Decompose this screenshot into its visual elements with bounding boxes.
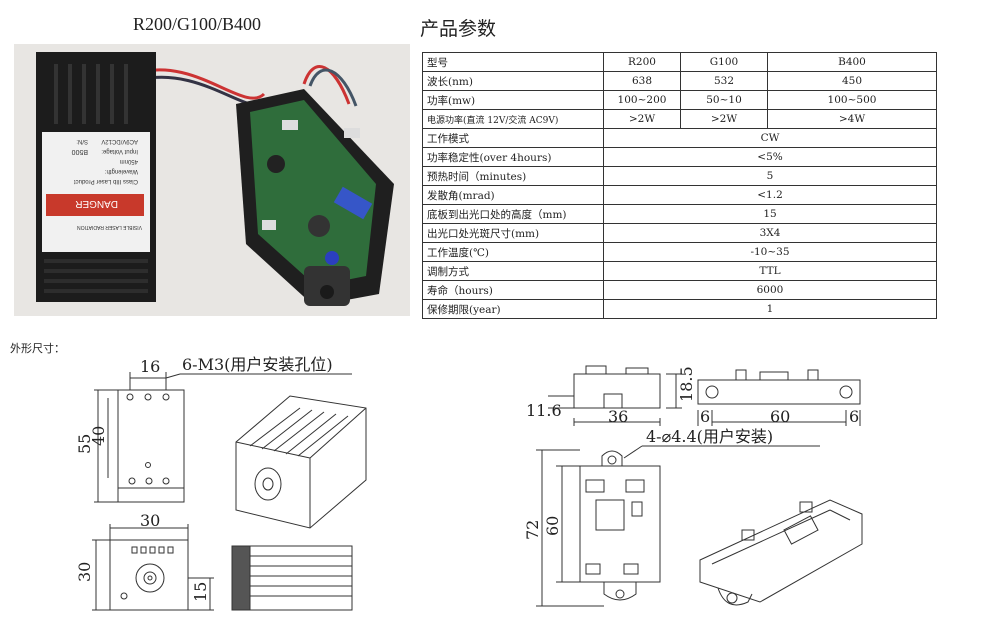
danger-text: DANGER (75, 198, 118, 209)
table-row: 寿命（hours)6000 (422, 280, 937, 300)
row-value: >2W (680, 109, 768, 129)
dim-40: 40 (89, 426, 108, 446)
row-label: 电源功率(直流 12V/交流 AC9V) (422, 109, 604, 129)
product-photo-illustration: DANGER Class IIIb Laser Product Waveleng… (14, 44, 410, 316)
row-value: >4W (767, 109, 937, 129)
dim-72: 72 (523, 520, 542, 540)
driver-side-view (573, 373, 661, 409)
model-title: R200/G100/B400 (133, 14, 262, 34)
row-value: >2W (603, 109, 681, 129)
photo-label-line-0: Class IIIb Laser Product (74, 178, 138, 184)
head-isometric-view (235, 395, 367, 529)
product-photo: DANGER Class IIIb Laser Product Waveleng… (14, 44, 410, 316)
table-row: 功率(mw) 100~200 50~10 100~500 (422, 90, 937, 110)
row-label: 工作温度(℃) (422, 242, 604, 262)
dim-55: 55 (75, 434, 94, 454)
row-value: <1.2 (603, 185, 937, 205)
table-header-row: 型号 R200 G100 B400 (422, 52, 937, 72)
row-value: TTL (603, 261, 937, 281)
row-label: 出光口处光斑尺寸(mm) (422, 223, 604, 243)
row-value: <5% (603, 147, 937, 167)
row-value: 532 (680, 71, 768, 91)
photo-label-line-3: Input Voltage: (101, 148, 138, 154)
photo-label-line-2: 450nm (120, 158, 138, 164)
table-row: 电源功率(直流 12V/交流 AC9V) >2W >2W >4W (422, 109, 937, 129)
row-label: 功率(mw) (422, 90, 604, 110)
row-label: 寿命（hours) (422, 280, 604, 300)
photo-label-line-5: B500 (72, 148, 88, 155)
driver-board-drawings (536, 365, 863, 607)
row-value: 50~10 (680, 90, 768, 110)
table-row: 保修期限(year)1 (422, 299, 937, 319)
params-title: 产品参数 (420, 18, 497, 40)
row-label: 波长(nm) (422, 71, 604, 91)
table-header-cell: G100 (680, 52, 768, 72)
table-row: 工作温度(℃)-10~35 (422, 242, 937, 262)
mount-hole-note: 6-M3(用户安装孔位) (182, 355, 333, 374)
dimension-labels: 16 6-M3(用户安装孔位) 55 40 30 30 15 11.6 36 1… (75, 355, 859, 602)
row-label: 保修期限(year) (422, 299, 604, 319)
row-value: 100~200 (603, 90, 681, 110)
driver-top-view (697, 379, 861, 405)
dim-30-width: 30 (140, 511, 160, 530)
row-value: 1 (603, 299, 937, 319)
driver-isometric-view (699, 499, 863, 603)
dimensions-section-label: 外形尺寸： (10, 342, 65, 355)
driver-front-view (579, 465, 661, 583)
dim-60-width: 60 (770, 407, 790, 426)
dim-16: 16 (140, 357, 160, 376)
row-label: 发散角(mrad) (422, 185, 604, 205)
dimension-drawings: 16 6-M3(用户安装孔位) 55 40 30 30 15 11.6 36 1… (75, 355, 863, 611)
dim-15: 15 (191, 582, 210, 602)
row-value: 15 (603, 204, 937, 224)
photo-label-line-6: S/N: (76, 138, 88, 144)
row-value: 5 (603, 166, 937, 186)
head-end-view (109, 539, 189, 611)
table-row: 功率稳定性(over 4hours)<5% (422, 147, 937, 167)
dim-6-left: 6 (700, 407, 710, 426)
row-value: 638 (603, 71, 681, 91)
dim-30-height: 30 (75, 562, 94, 582)
table-row: 发散角(mrad)<1.2 (422, 185, 937, 205)
row-label: 功率稳定性(over 4hours) (422, 147, 604, 167)
photo-label-line-4: AC9V/DC12V (101, 138, 138, 144)
table-row: 出光口处光斑尺寸(mm)3X4 (422, 223, 937, 243)
table-header-cell: 型号 (422, 52, 604, 72)
row-value: 6000 (603, 280, 937, 300)
row-value: 100~500 (767, 90, 937, 110)
dim-11-6: 11.6 (526, 401, 562, 420)
row-label: 底板到出光口处的高度（mm) (422, 204, 604, 224)
table-row: 预热时间（minutes)5 (422, 166, 937, 186)
row-label: 工作模式 (422, 128, 604, 148)
table-header-cell: R200 (603, 52, 681, 72)
row-label: 调制方式 (422, 261, 604, 281)
photo-label-line-1: Wavelength: (105, 168, 138, 174)
dim-18-5: 18.5 (677, 366, 696, 402)
row-value: 450 (767, 71, 937, 91)
dim-6-right: 6 (849, 407, 859, 426)
row-value: CW (603, 128, 937, 148)
laser-head-drawings (92, 372, 367, 611)
table-row: 底板到出光口处的高度（mm)15 (422, 204, 937, 224)
spec-table: 型号 R200 G100 B400 波长(nm) 638 532 450 功率(… (422, 52, 937, 319)
dim-60-height: 60 (543, 516, 562, 536)
table-header-cell: B400 (767, 52, 937, 72)
dim-36: 36 (608, 407, 628, 426)
row-value: 3X4 (603, 223, 937, 243)
driver-hole-note: 4-⌀4.4(用户安装) (646, 427, 773, 446)
photo-warning-text: VISIBLE LASER RADIATION (77, 224, 142, 230)
head-side-view (117, 389, 185, 503)
row-label: 预热时间（minutes) (422, 166, 604, 186)
table-row: 波长(nm) 638 532 450 (422, 71, 937, 91)
row-value: -10~35 (603, 242, 937, 262)
